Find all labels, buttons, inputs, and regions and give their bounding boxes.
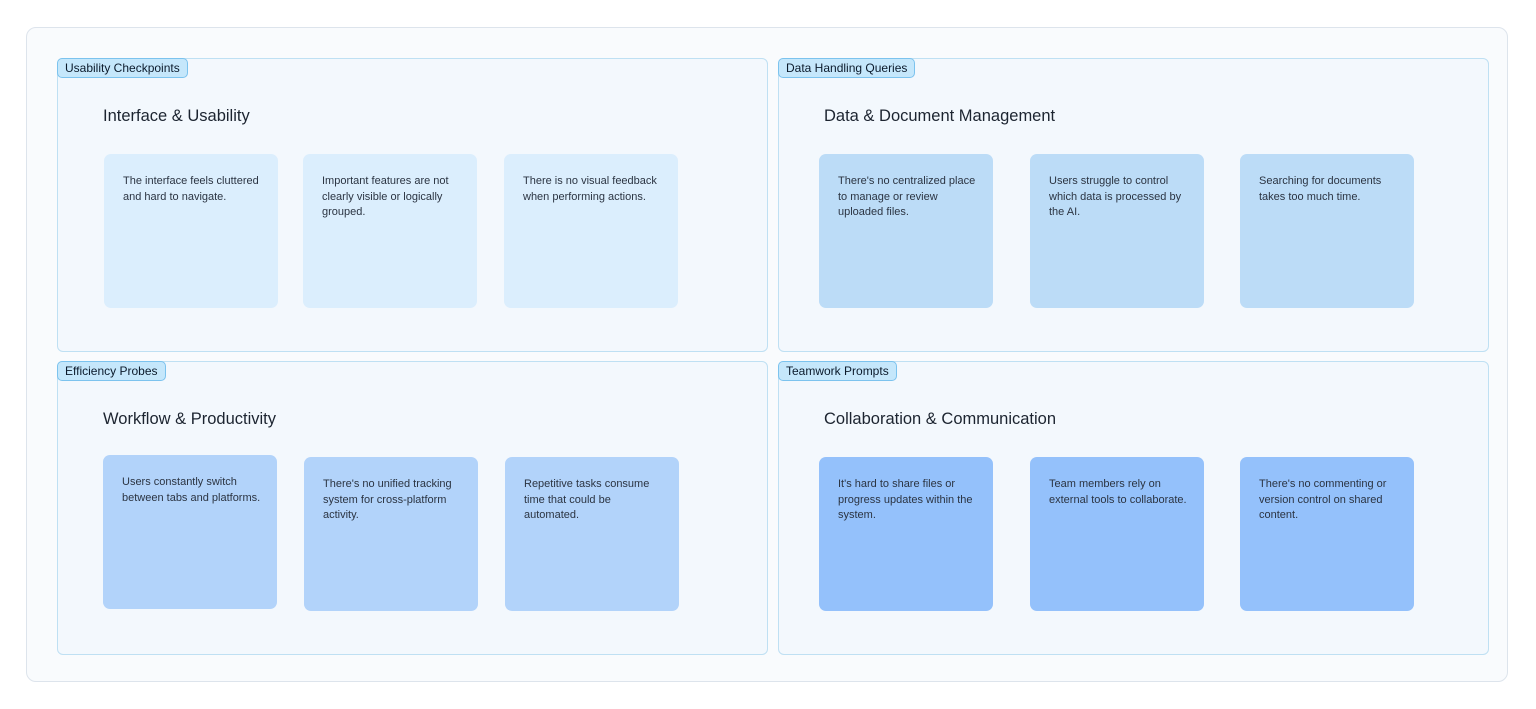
section-data-document-management[interactable]: Data Handling Queries Data & Document Ma… — [778, 58, 1489, 352]
section-title: Collaboration & Communication — [824, 410, 1057, 428]
whiteboard-canvas: Usability Checkpoints Interface & Usabil… — [26, 27, 1508, 682]
section-collaboration-communication[interactable]: Teamwork Prompts Collaboration & Communi… — [778, 361, 1489, 655]
section-tag[interactable]: Usability Checkpoints — [57, 58, 188, 78]
sticky-note[interactable]: The interface feels cluttered and hard t… — [104, 154, 278, 308]
sticky-note[interactable]: Repetitive tasks consume time that could… — [505, 457, 679, 611]
sticky-note[interactable]: Searching for documents takes too much t… — [1240, 154, 1414, 308]
sticky-note[interactable]: There's no unified tracking system for c… — [304, 457, 478, 611]
section-title: Workflow & Productivity — [103, 410, 276, 428]
sticky-note[interactable]: Users constantly switch between tabs and… — [103, 455, 277, 609]
sticky-note[interactable]: There's no commenting or version control… — [1240, 457, 1414, 611]
sticky-note[interactable]: There's no centralized place to manage o… — [819, 154, 993, 308]
section-tag[interactable]: Teamwork Prompts — [778, 361, 897, 381]
sticky-note[interactable]: Important features are not clearly visib… — [303, 154, 477, 308]
sticky-note[interactable]: Team members rely on external tools to c… — [1030, 457, 1204, 611]
section-title: Data & Document Management — [824, 107, 1056, 125]
sticky-note[interactable]: Users struggle to control which data is … — [1030, 154, 1204, 308]
section-interface-usability[interactable]: Usability Checkpoints Interface & Usabil… — [57, 58, 768, 352]
section-tag[interactable]: Efficiency Probes — [57, 361, 166, 381]
sticky-note[interactable]: There is no visual feedback when perform… — [504, 154, 678, 308]
section-tag[interactable]: Data Handling Queries — [778, 58, 916, 78]
section-title: Interface & Usability — [103, 107, 250, 125]
section-workflow-productivity[interactable]: Efficiency Probes Workflow & Productivit… — [57, 361, 768, 655]
sticky-note[interactable]: It's hard to share files or progress upd… — [819, 457, 993, 611]
